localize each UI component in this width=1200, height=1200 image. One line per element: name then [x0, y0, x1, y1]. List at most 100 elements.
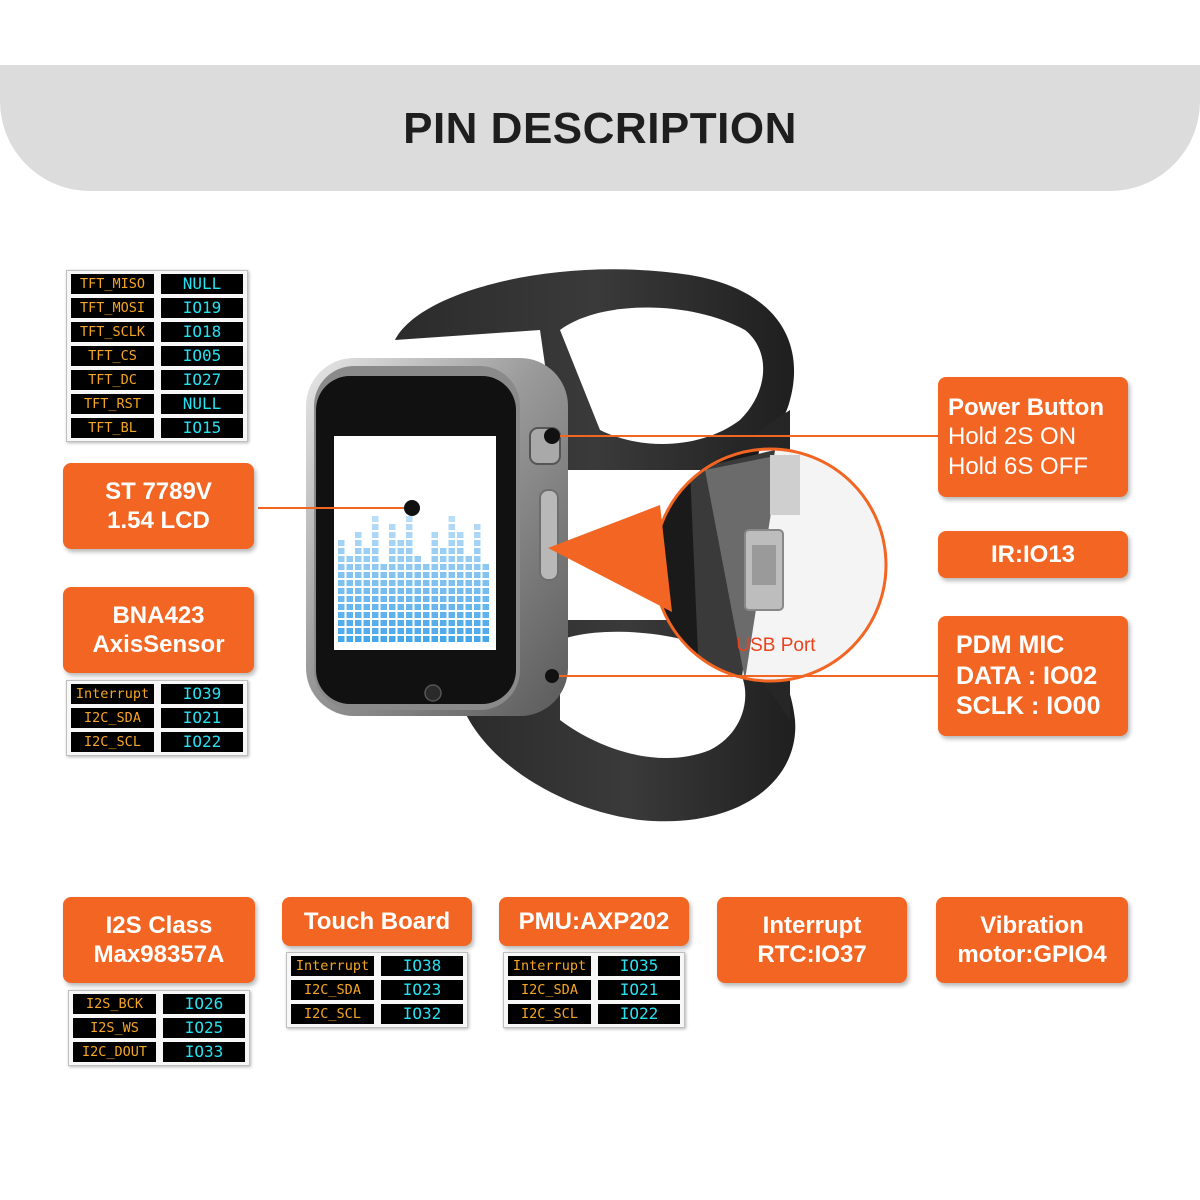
equalizer-segment: [363, 620, 370, 626]
equalizer-segment: [440, 620, 447, 626]
equalizer-segment: [372, 524, 379, 530]
i2s-label-box: I2S Class Max98357A: [63, 897, 255, 983]
equalizer-segment: [372, 620, 379, 626]
side-button: [539, 489, 559, 581]
equalizer-segment: [414, 580, 421, 586]
pin-value: IO39: [161, 684, 243, 704]
equalizer-segment: [389, 628, 396, 634]
pin-value: IO18: [161, 322, 243, 342]
equalizer-segment: [372, 604, 379, 610]
pin-name: I2C_SDA: [71, 708, 154, 728]
equalizer-segment: [397, 572, 404, 578]
equalizer-segment: [355, 532, 362, 538]
equalizer-segment: [346, 572, 353, 578]
equalizer-segment: [338, 580, 345, 586]
equalizer-segment: [448, 604, 455, 610]
equalizer-segment: [406, 596, 413, 602]
equalizer-segment: [465, 580, 472, 586]
equalizer-segment: [482, 572, 489, 578]
equalizer-segment: [380, 612, 387, 618]
equalizer-segment: [448, 596, 455, 602]
equalizer-segment: [406, 556, 413, 562]
equalizer-segment: [380, 596, 387, 602]
equalizer-segment: [338, 556, 345, 562]
equalizer-segment: [448, 628, 455, 634]
equalizer-segment: [423, 620, 430, 626]
pin-name: I2S_BCK: [73, 994, 156, 1014]
pin-name: I2C_SDA: [508, 980, 591, 1000]
equalizer-segment: [355, 548, 362, 554]
equalizer-segment: [397, 556, 404, 562]
equalizer-segment: [474, 588, 481, 594]
equalizer-segment: [431, 596, 438, 602]
equalizer-segment: [474, 556, 481, 562]
equalizer-segment: [440, 588, 447, 594]
equalizer-segment: [474, 524, 481, 530]
equalizer-segment: [440, 572, 447, 578]
equalizer-segment: [423, 628, 430, 634]
zoom-callout: [548, 505, 672, 612]
equalizer-segment: [389, 564, 396, 570]
equalizer-segment: [355, 540, 362, 546]
equalizer-segment: [431, 540, 438, 546]
pin-name: I2S_WS: [73, 1018, 156, 1038]
equalizer-segment: [465, 636, 472, 642]
lcd-label-box: ST 7789V 1.54 LCD: [63, 463, 254, 549]
equalizer-segment: [406, 564, 413, 570]
equalizer-segment: [482, 564, 489, 570]
equalizer-segment: [431, 628, 438, 634]
pin-value: IO25: [163, 1018, 245, 1038]
equalizer-segment: [346, 604, 353, 610]
pin-value: IO33: [163, 1042, 245, 1062]
pin-name: I2C_SCL: [291, 1004, 374, 1024]
equalizer-segment: [346, 556, 353, 562]
equalizer-segment: [389, 580, 396, 586]
equalizer-segment: [474, 612, 481, 618]
equalizer-segment: [355, 572, 362, 578]
pin-value: IO21: [161, 708, 243, 728]
equalizer-segment: [448, 588, 455, 594]
equalizer-segment: [397, 628, 404, 634]
pin-name: TFT_CS: [71, 346, 154, 366]
equalizer-segment: [474, 636, 481, 642]
equalizer-segment: [406, 548, 413, 554]
equalizer-segment: [346, 612, 353, 618]
strap-hole: [612, 404, 628, 416]
equalizer-segment: [397, 604, 404, 610]
equalizer-segment: [448, 516, 455, 522]
pin-name: TFT_MISO: [71, 274, 154, 294]
equalizer-segment: [414, 596, 421, 602]
strap-hole: [698, 682, 714, 694]
equalizer-segment: [440, 596, 447, 602]
equalizer-segment: [465, 556, 472, 562]
equalizer-segment: [346, 636, 353, 642]
usb-zoom-detail: [654, 449, 886, 681]
page-title: PIN DESCRIPTION: [403, 104, 797, 153]
equalizer-segment: [338, 572, 345, 578]
equalizer-segment: [372, 596, 379, 602]
equalizer-segment: [440, 548, 447, 554]
pin-value: IO05: [161, 346, 243, 366]
pin-value: IO15: [161, 418, 243, 438]
equalizer-segment: [457, 604, 464, 610]
equalizer-segment: [406, 628, 413, 634]
equalizer-segment: [482, 596, 489, 602]
equalizer-segment: [423, 636, 430, 642]
pin-value: IO27: [161, 370, 243, 390]
vibration-label-box: Vibration motor:GPIO4: [936, 897, 1128, 983]
equalizer-segment: [440, 636, 447, 642]
equalizer-segment: [363, 548, 370, 554]
equalizer-segment: [474, 604, 481, 610]
equalizer-segment: [414, 628, 421, 634]
pin-name: Interrupt: [508, 956, 591, 976]
equalizer-segment: [346, 564, 353, 570]
